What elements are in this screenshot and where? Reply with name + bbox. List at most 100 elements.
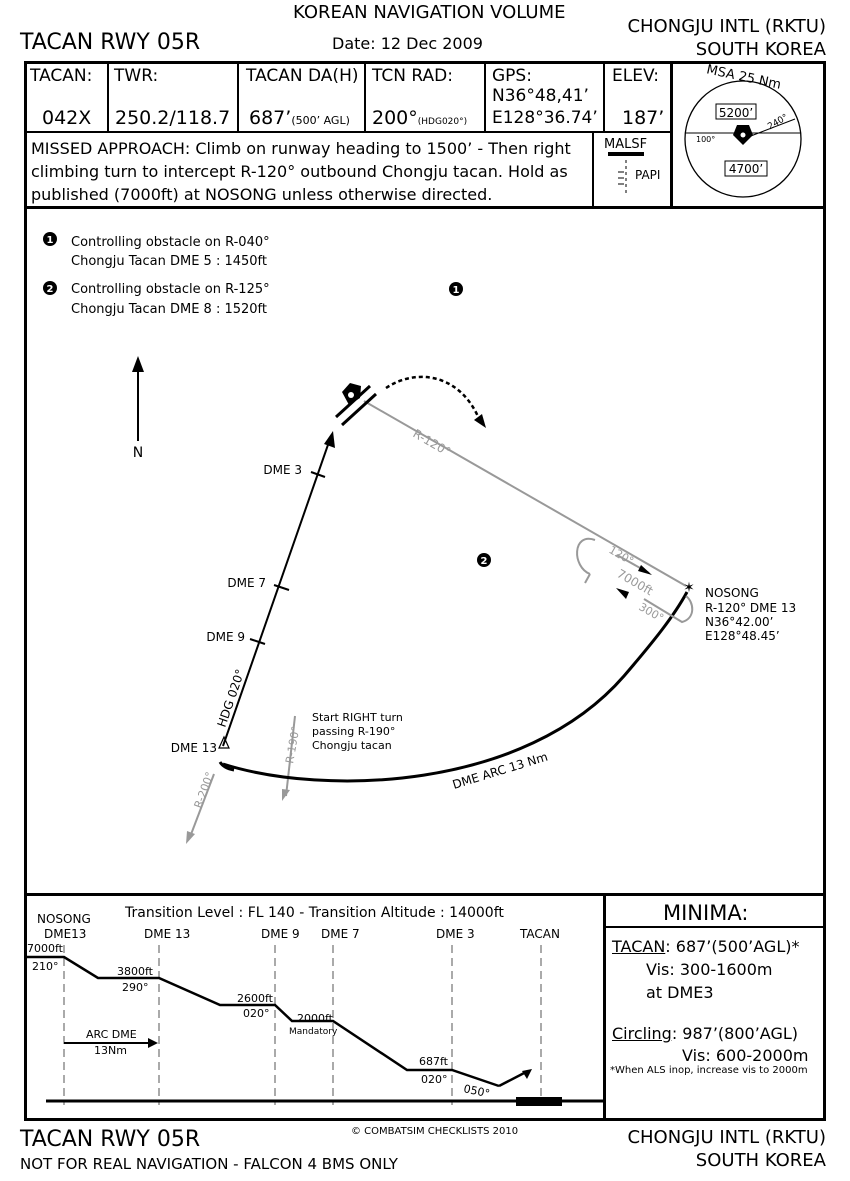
hold-outbound-label: 300° bbox=[637, 600, 666, 625]
divider bbox=[484, 63, 486, 133]
arc-dme-label: ARC DME bbox=[86, 1028, 137, 1041]
msa-title: MSA 25 Nm bbox=[705, 63, 782, 93]
footer-copyright: © COMBATSIM CHECKLISTS 2010 bbox=[351, 1126, 519, 1137]
tower-label: TWR: bbox=[114, 66, 159, 86]
hold-turn-left bbox=[576, 537, 596, 575]
airport-runway-icon bbox=[334, 383, 378, 427]
divider bbox=[670, 63, 673, 208]
alt-2600: 2600ft bbox=[237, 992, 274, 1005]
radial-120-label: R-120° bbox=[411, 426, 454, 459]
radial-190 bbox=[285, 715, 296, 797]
missed-approach-line3: published (7000ft) at NOSONG unless othe… bbox=[31, 185, 493, 204]
msa-bearing-left: 100° bbox=[696, 135, 715, 144]
minima-circling-vis: Vis: 600-2000m bbox=[682, 1046, 809, 1065]
svg-text:2: 2 bbox=[47, 284, 54, 295]
papi-label: PAPI bbox=[635, 168, 661, 182]
profile-dme13a: DME13 bbox=[44, 927, 86, 941]
fix-name: NOSONG bbox=[705, 586, 759, 600]
dme3-label: DME 3 bbox=[263, 463, 302, 477]
elevation-value: 187’ bbox=[622, 107, 665, 129]
final-approach-course bbox=[222, 438, 331, 747]
turn-note-line3: Chongju tacan bbox=[312, 739, 392, 752]
note2-line1: Controlling obstacle on R-125° bbox=[71, 282, 270, 297]
radial-value: 200°(HDG020°) bbox=[372, 107, 468, 129]
profile-nosong: NOSONG bbox=[37, 912, 91, 926]
divider bbox=[592, 133, 594, 208]
note1-line2: Chongju Tacan DME 5 : 1450ft bbox=[71, 254, 267, 269]
radial-120 bbox=[363, 400, 687, 587]
hdg-050: 050° bbox=[462, 1082, 491, 1100]
profile-dme3: DME 3 bbox=[436, 927, 475, 941]
fix-lat: N36°42.00’ bbox=[705, 615, 773, 629]
profile-box bbox=[24, 893, 826, 1121]
gps-longitude: E128°36.74’ bbox=[492, 108, 598, 128]
msa-box-top bbox=[715, 103, 757, 120]
profile-drawing: Transition Level : FL 140 - Transition A… bbox=[24, 905, 604, 1106]
msa-bearing-right: 240° bbox=[766, 113, 790, 133]
msa-alt-bottom: 4700’ bbox=[729, 162, 763, 176]
msa-box-bottom bbox=[724, 160, 768, 177]
minima-tacan-vis: Vis: 300-1600m bbox=[646, 960, 773, 979]
arc-dme-dist: 13Nm bbox=[94, 1044, 127, 1057]
country-name: SOUTH KOREA bbox=[695, 39, 826, 60]
turn-note-line2: passing R-190° bbox=[312, 725, 395, 738]
dme-arc bbox=[222, 591, 689, 783]
radial-200 bbox=[189, 773, 215, 838]
missed-approach-line2: climbing turn to intercept R-120° outbou… bbox=[31, 162, 568, 181]
svg-text:1: 1 bbox=[453, 285, 460, 296]
turn-note-line1: Start RIGHT turn bbox=[312, 711, 403, 724]
procedure-title: TACAN RWY 05R bbox=[20, 30, 201, 55]
footer-airport: CHONGJU INTL (RKTU) bbox=[627, 1127, 826, 1148]
footer-country: SOUTH KOREA bbox=[695, 1150, 826, 1171]
svg-text:2: 2 bbox=[481, 556, 488, 567]
minima-note: *When ALS inop, increase vis to 2000m bbox=[610, 1065, 808, 1076]
heading-label: HDG 020° bbox=[215, 667, 248, 729]
missed-approach-path bbox=[385, 375, 483, 425]
nosong-fix-icon: ✶ bbox=[683, 580, 695, 596]
malsf-label: MALSF bbox=[604, 137, 648, 152]
decision-alt-value: 687’(500’ AGL) bbox=[249, 107, 350, 129]
tacan-channel-label: TACAN: bbox=[30, 66, 93, 86]
airport-name: CHONGJU INTL (RKTU) bbox=[627, 16, 826, 37]
approach-lights-icon bbox=[608, 152, 644, 194]
tower-freq-value: 250.2/118.7 bbox=[115, 107, 231, 129]
alt-7000: 7000ft bbox=[27, 942, 64, 955]
divider bbox=[604, 926, 824, 928]
msa-alt-top: 5200’ bbox=[719, 106, 753, 120]
profile-tacan: TACAN bbox=[519, 927, 560, 941]
note1-line1: Controlling obstacle on R-040° bbox=[71, 235, 270, 250]
profile-dme9: DME 9 bbox=[261, 927, 300, 941]
footer-disclaimer: NOT FOR REAL NAVIGATION - FALCON 4 BMS O… bbox=[20, 1155, 398, 1173]
divider bbox=[603, 63, 605, 133]
hold-inbound-label: 120° bbox=[607, 543, 636, 568]
volume-title: KOREAN NAVIGATION VOLUME bbox=[293, 2, 566, 23]
note2-marker bbox=[43, 281, 57, 295]
descent-profile-line bbox=[24, 955, 500, 1088]
alt-3800: 3800ft bbox=[117, 965, 154, 978]
divider bbox=[107, 63, 109, 133]
tacan-channel-value: 042X bbox=[42, 107, 92, 129]
fix-lon: E128°48.45’ bbox=[705, 629, 780, 643]
note1-marker bbox=[43, 232, 57, 246]
north-label: N bbox=[133, 445, 143, 461]
gps-latitude: N36°48,41’ bbox=[492, 86, 589, 106]
hdg-210: 210° bbox=[32, 960, 59, 973]
transition-text: Transition Level : FL 140 - Transition A… bbox=[124, 905, 504, 921]
hold-alt-label: 7000ft bbox=[615, 566, 656, 598]
alt-687: 687ft bbox=[419, 1055, 449, 1068]
elevation-label: ELEV: bbox=[612, 66, 659, 86]
footer-procedure: TACAN RWY 05R bbox=[20, 1127, 201, 1152]
profile-dme13b: DME 13 bbox=[144, 927, 190, 941]
divider bbox=[364, 63, 366, 133]
dme7-label: DME 7 bbox=[227, 576, 266, 590]
fix-radial: R-120° DME 13 bbox=[705, 601, 796, 615]
plan-view-drawing: 1 Controlling obstacle on R-040° Chongju… bbox=[43, 232, 796, 844]
svg-text:1: 1 bbox=[47, 235, 54, 246]
runway-block bbox=[516, 1097, 562, 1106]
divider bbox=[603, 893, 606, 1121]
obstacle2-marker bbox=[477, 553, 491, 567]
hdg-020a: 020° bbox=[243, 1007, 270, 1020]
msa-diagram: 5200’ 4700’ 100° 240° MSA 25 Nm bbox=[684, 63, 802, 198]
chart-date: Date: 12 Dec 2009 bbox=[332, 34, 483, 53]
decision-alt-label: TACAN DA(H) bbox=[246, 66, 359, 86]
